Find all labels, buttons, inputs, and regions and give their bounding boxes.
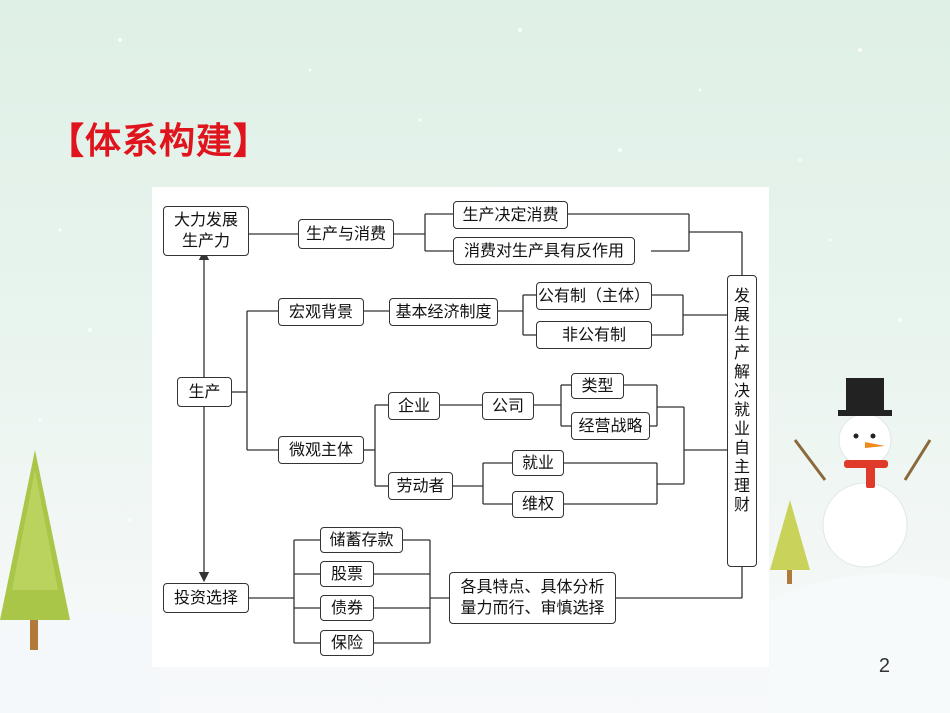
node-production-decides-consumption: 生产决定消费 <box>453 201 568 229</box>
node-enterprise: 企业 <box>388 392 440 420</box>
node-basic-economic-system: 基本经济制度 <box>389 298 498 326</box>
node-consumption-reacts: 消费对生产具有反作用 <box>453 237 635 265</box>
node-macro-background: 宏观背景 <box>278 298 364 326</box>
node-micro-subject: 微观主体 <box>278 436 364 464</box>
snowman-decoration <box>770 378 950 713</box>
node-features-analysis: 各具特点、具体分析量力而行、审慎选择 <box>449 572 616 624</box>
node-right-summary-column: 发展 生产 解 决就 业 自主 理财 <box>727 275 757 567</box>
node-investment-choice: 投资选择 <box>163 583 249 613</box>
node-business-strategy: 经营战略 <box>571 412 650 440</box>
node-stock: 股票 <box>320 561 374 587</box>
concept-diagram: 大力发展生产力 生产与消费 生产决定消费 消费对生产具有反作用 宏观背景 基本经… <box>152 187 769 667</box>
node-rights-protection: 维权 <box>512 491 564 518</box>
node-laborer: 劳动者 <box>388 472 453 500</box>
page-number: 2 <box>878 655 890 677</box>
tree-decoration <box>0 450 160 713</box>
node-bond: 债券 <box>320 595 374 621</box>
node-develop-productivity: 大力发展生产力 <box>163 206 249 256</box>
node-company: 公司 <box>482 392 534 420</box>
connector-lines <box>198 213 743 644</box>
node-production-consumption: 生产与消费 <box>298 219 394 249</box>
node-insurance: 保险 <box>320 630 374 656</box>
node-production: 生产 <box>177 377 232 407</box>
page-heading: 【体系构建】 <box>48 121 271 162</box>
node-public-ownership: 公有制（主体） <box>536 282 652 310</box>
node-non-public-ownership: 非公有制 <box>536 321 652 349</box>
node-savings-deposit: 储蓄存款 <box>320 527 403 553</box>
node-types: 类型 <box>571 373 624 399</box>
node-employment: 就业 <box>512 450 564 476</box>
